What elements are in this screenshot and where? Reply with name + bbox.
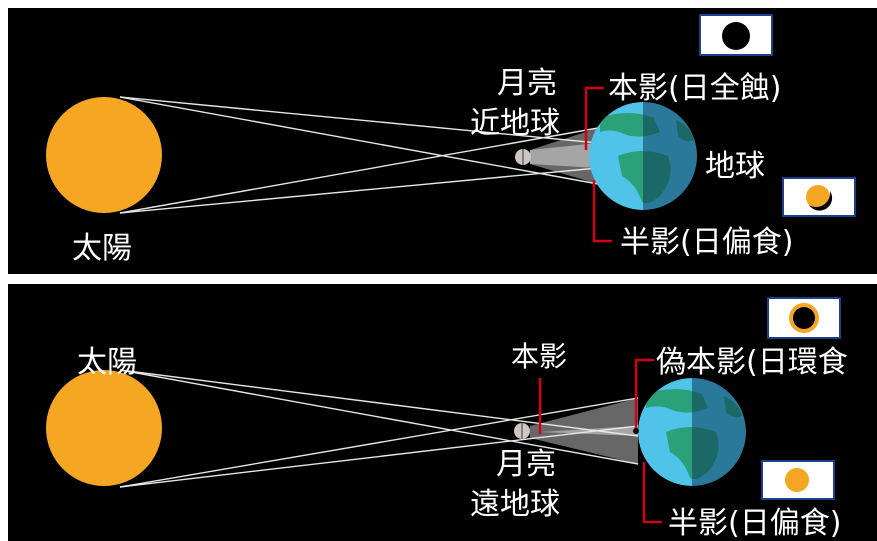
moon-label-line1: 月亮 — [496, 447, 556, 482]
total-eclipse-icon — [699, 14, 773, 56]
moon-label-line2: 近地球 — [470, 106, 560, 141]
panel-moon-far-earth: 太陽 月亮 遠地球 本影 偽本影(日環食 半影(日偏食) — [8, 284, 877, 541]
sun — [46, 97, 162, 213]
annular-eclipse-icon — [767, 297, 841, 339]
panel-separator — [8, 274, 877, 284]
light-rays — [119, 96, 599, 214]
partial-eclipse-icon — [782, 177, 856, 217]
moon-label-line2: 遠地球 — [470, 487, 560, 522]
antumbra-label: 偽本影(日環食 — [656, 345, 848, 380]
penumbra-pointer-line — [592, 180, 612, 243]
umbra-label: 本影 — [511, 340, 567, 373]
sun — [46, 370, 162, 486]
panel-moon-near-earth: 太陽 地球 月亮 近地球 本影(日全蝕) 半影(日偏食) — [8, 8, 877, 274]
sun-label: 太陽 — [72, 231, 132, 266]
light-rays — [119, 369, 639, 488]
sun-label: 太陽 — [77, 345, 137, 380]
antumbra-pointer-line — [634, 358, 654, 430]
earth-label: 地球 — [705, 149, 765, 184]
penumbra-label: 半影(日偏食) — [668, 506, 841, 541]
penumbra-pointer-line — [642, 462, 662, 524]
penumbra-label: 半影(日偏食) — [620, 225, 793, 260]
moon-label-line1: 月亮 — [497, 66, 557, 101]
umbra-label: 本影(日全蝕) — [608, 71, 781, 106]
umbra-cone — [530, 143, 598, 168]
partial-eclipse-icon — [761, 460, 835, 500]
earth — [589, 102, 697, 210]
umbra-pointer-line — [584, 86, 604, 150]
earth — [638, 378, 746, 486]
